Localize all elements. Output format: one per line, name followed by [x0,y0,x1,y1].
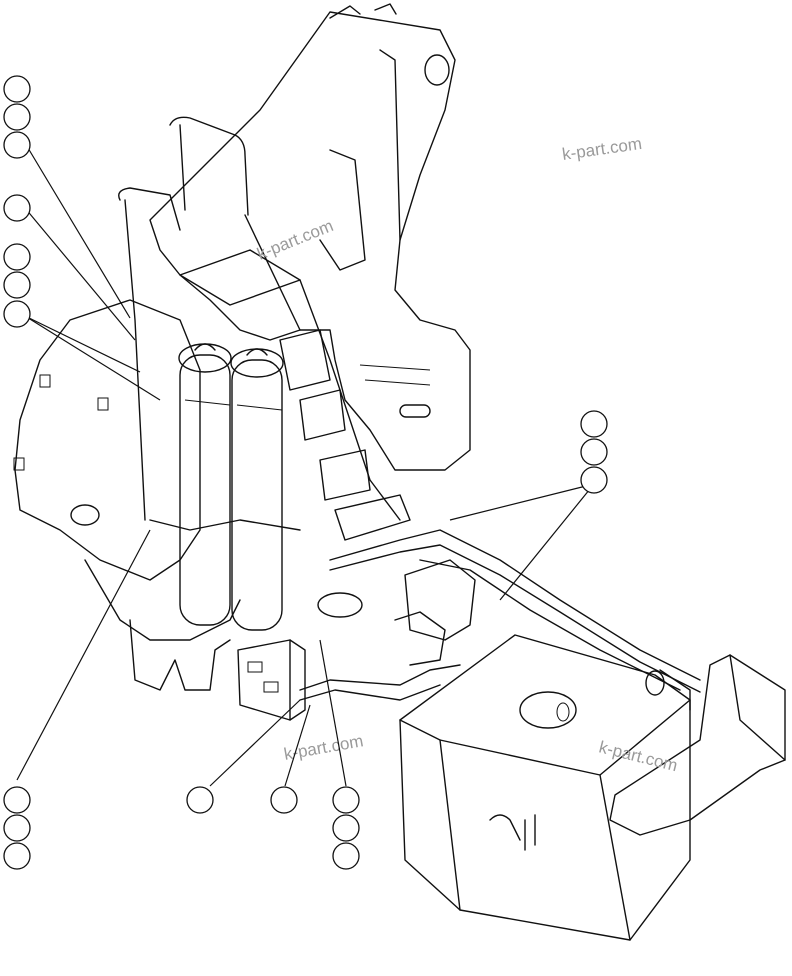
tail-bracket [609,654,786,836]
leader-lines [16,142,595,787]
callout-circles [3,75,608,870]
callout-circle [3,103,31,131]
boom-frame [149,3,471,471]
callout-circle [3,131,31,159]
callout-circle [332,786,360,814]
callout-circle [3,194,31,222]
callout-circle [3,786,31,814]
callout-circle [580,438,608,466]
callout-circle [3,243,31,271]
callout-circle [332,842,360,870]
accumulators [178,343,284,631]
callout-circle [3,75,31,103]
callout-circle [3,842,31,870]
callout-circle [186,786,214,814]
side-frame [13,299,363,691]
watermarks: k-part.com k-part.com k-part.com k-part.… [254,134,679,775]
callout-circle [3,271,31,299]
callout-circle [332,814,360,842]
ladder-and-steps [118,116,411,541]
callout-circle [3,814,31,842]
watermark-text: k-part.com [254,216,336,264]
watermark-text: k-part.com [282,731,364,764]
watermark-text: k-part.com [561,134,643,164]
callout-circle [270,786,298,814]
callout-circle [580,466,608,494]
hydraulic-lines [149,519,701,701]
callout-circle [580,410,608,438]
hydraulic-tank [399,634,691,941]
mount-bracket [394,559,476,666]
callout-circle [3,300,31,328]
valve-block [237,639,306,721]
